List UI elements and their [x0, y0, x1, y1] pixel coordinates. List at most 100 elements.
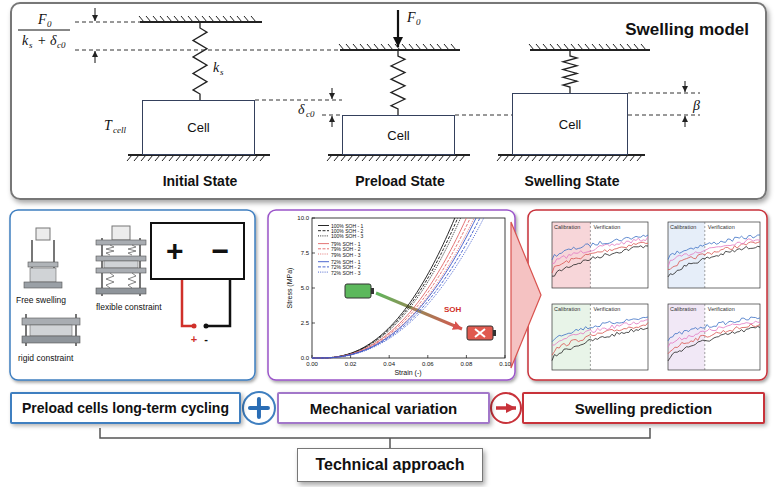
- flow-arrow: [496, 406, 516, 410]
- stress-curve: [312, 218, 484, 358]
- prediction-chart: [590, 222, 591, 288]
- free-swelling-fixture: [24, 282, 62, 288]
- ground-hatch: [453, 155, 458, 161]
- ceiling-hatch: [606, 44, 611, 50]
- ground-hatch: [390, 155, 395, 161]
- ceiling-hatch: [195, 16, 200, 22]
- ceiling-hatch: [550, 44, 555, 50]
- ceiling-hatch: [181, 16, 186, 22]
- prediction-chart: [668, 304, 760, 370]
- state-label: Initial State: [163, 173, 238, 189]
- phase-label: Calibration: [554, 224, 580, 230]
- ceiling-hatch: [339, 44, 344, 50]
- phase-label: Calibration: [554, 306, 580, 312]
- axis-tick: 0.08: [461, 361, 473, 367]
- swelling-illustration: [18, 8, 700, 161]
- ground-hatch: [560, 155, 565, 161]
- ground-hatch: [369, 155, 374, 161]
- flexible-constraint-fixture: [112, 226, 130, 240]
- rigid-constraint-fixture: [30, 325, 72, 336]
- axis-title: Strain (-): [394, 369, 421, 376]
- middle-panels: [10, 210, 255, 380]
- flexible-constraint-fixture: [96, 268, 146, 273]
- ceiling-hatch: [578, 44, 583, 50]
- ceiling-hatch: [430, 44, 435, 50]
- math-symbol: F: [407, 10, 416, 26]
- node-text: +: [166, 234, 184, 268]
- ground-hatch: [232, 155, 237, 161]
- dashed-guide: [455, 115, 512, 116]
- stress-strain-chart: [312, 218, 315, 219]
- ground-hatch: [637, 155, 642, 161]
- ground-hatch: [460, 155, 465, 161]
- rigid-constraint-fixture: [22, 318, 80, 325]
- phase-label: Calibration: [670, 224, 696, 230]
- ground-hatch: [602, 155, 607, 161]
- ground-hatch: [588, 155, 593, 161]
- prediction-chart: [590, 304, 591, 370]
- ground-hatch: [155, 155, 160, 161]
- soh-icons: [493, 330, 496, 336]
- ceiling-hatch: [599, 44, 604, 50]
- stress-curve: [312, 218, 480, 358]
- node-text: Cell: [559, 117, 581, 132]
- dashed-guide: [255, 100, 342, 101]
- ceiling-hatch: [360, 44, 365, 50]
- ceiling-hatch: [571, 44, 576, 50]
- ceiling-hatch: [416, 44, 421, 50]
- rigid-constraint-fixture: [22, 336, 80, 343]
- math-symbol: δ: [298, 102, 305, 118]
- stress-strain-chart: [312, 253, 315, 254]
- axis-tick: 2.5: [301, 320, 309, 326]
- cell-box: Cell: [342, 115, 455, 155]
- approach-bracket: [100, 428, 650, 438]
- approach-box: Technical approach: [297, 448, 483, 482]
- middle-panels: [10, 210, 767, 380]
- ground-hatch: [581, 155, 586, 161]
- free-swelling-fixture: [28, 262, 58, 267]
- ground-hatch: [169, 155, 174, 161]
- ground-hatch: [411, 155, 416, 161]
- ceiling-hatch: [251, 16, 256, 22]
- stress-strain-chart: [466, 355, 467, 358]
- middle-panels: [511, 222, 541, 368]
- ground-hatch: [525, 155, 530, 161]
- soh-icons: [376, 293, 462, 329]
- ground-hatch: [595, 155, 600, 161]
- ceiling-hatch: [153, 16, 158, 22]
- stress-curve: [312, 218, 474, 358]
- fixture-label: Free swelling: [16, 295, 66, 305]
- ground-hatch: [348, 155, 353, 161]
- ground-hatch: [532, 155, 537, 161]
- cell-box: Cell: [512, 93, 628, 155]
- ground-hatch: [334, 155, 339, 161]
- axis-tick: 0.10: [499, 361, 511, 367]
- node-text: −: [211, 234, 229, 268]
- free-swelling-fixture: [24, 228, 62, 288]
- force-arrow: [397, 10, 399, 47]
- node-text: Preload cells long-term cycling: [22, 400, 229, 416]
- ground-hatch: [567, 155, 572, 161]
- step-box: Swelling prediction: [522, 392, 765, 424]
- ceiling-hatch: [402, 44, 407, 50]
- prediction-chart: [552, 304, 590, 370]
- ceiling-hatch: [374, 44, 379, 50]
- ceiling-hatch: [543, 44, 548, 50]
- legend-text: 72% SOH - 2: [331, 264, 360, 270]
- math-symbol: β: [693, 98, 700, 114]
- soh-icons: [467, 326, 493, 340]
- ceiling-hatch: [244, 16, 249, 22]
- math-symbol: k: [22, 33, 28, 49]
- legend-sample: [318, 225, 329, 226]
- ground-hatch: [362, 155, 367, 161]
- ceiling-hatch: [381, 44, 386, 50]
- approach-bracket: [100, 428, 650, 448]
- node-text: Cell: [387, 128, 409, 143]
- stress-strain-chart: [427, 355, 428, 358]
- ground-hatch: [341, 155, 346, 161]
- ground-hatch: [518, 155, 523, 161]
- ground-hatch: [553, 155, 558, 161]
- flexible-constraint-fixture: [96, 226, 146, 296]
- phase-label: Verification: [593, 306, 620, 312]
- ceiling-hatch: [529, 44, 650, 50]
